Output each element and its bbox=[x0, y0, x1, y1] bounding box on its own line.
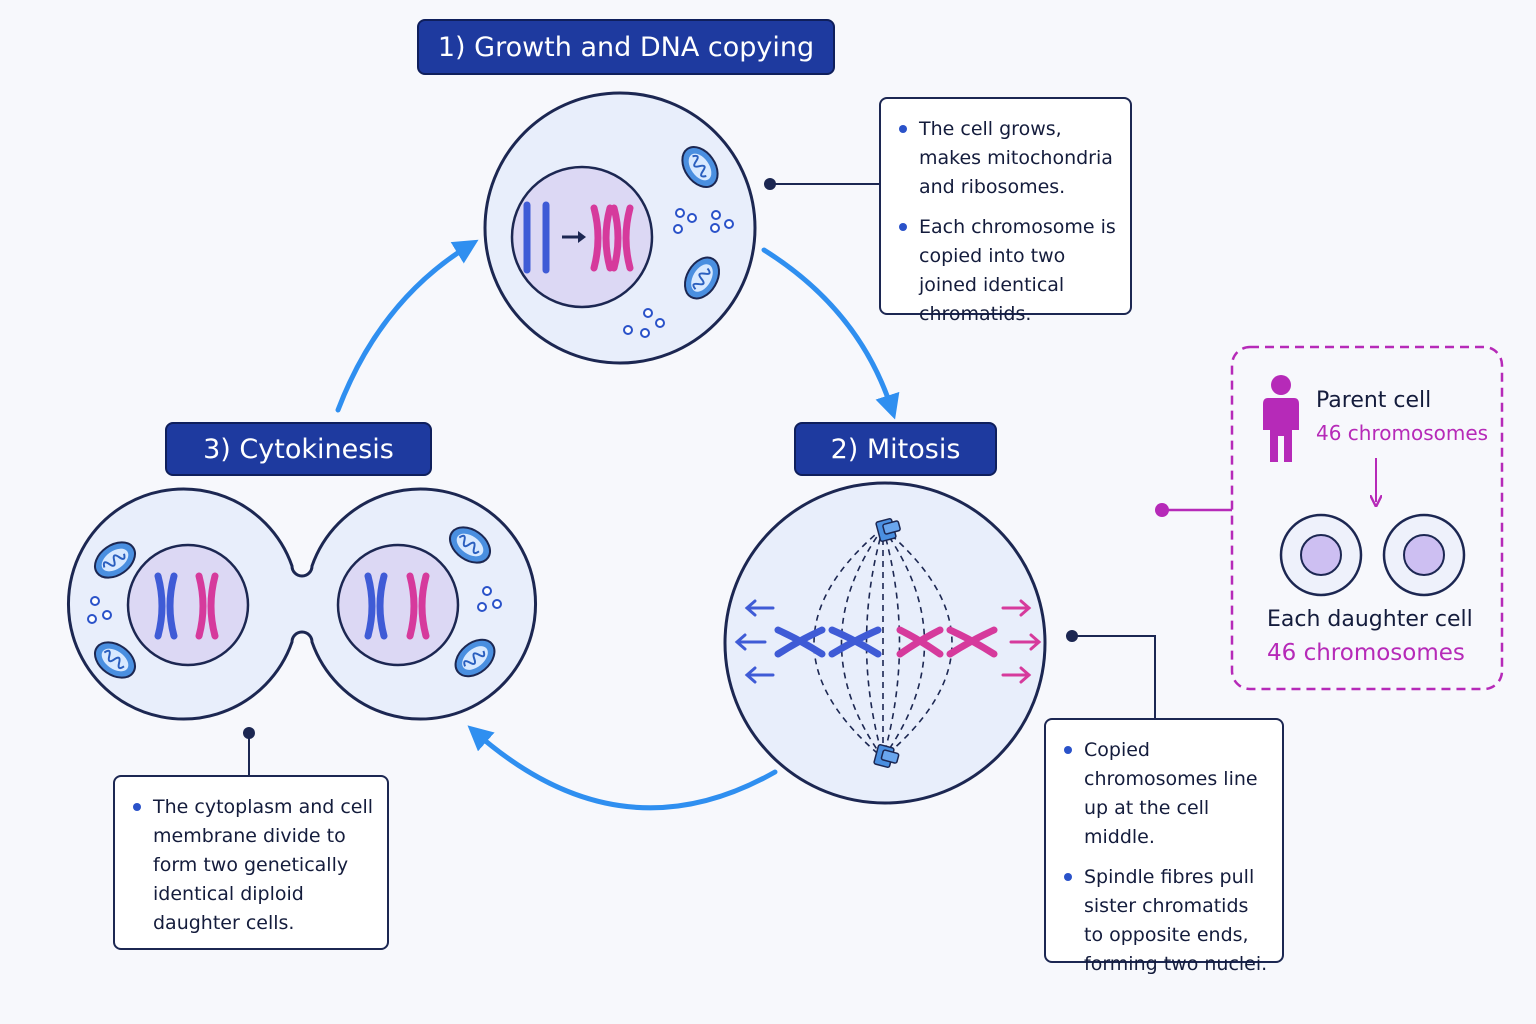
parent-cell-label: Parent cell bbox=[1316, 388, 1432, 413]
note-growth-item: Each chromosome is copied into two joine… bbox=[895, 213, 1120, 329]
note-cytokinesis: The cytoplasm and cell membrane divide t… bbox=[113, 775, 389, 950]
stage-title-mitosis: 2) Mitosis bbox=[794, 422, 997, 476]
cycle-arrow-mitosis-to-cytokinesis bbox=[467, 725, 778, 811]
daughter-chromosome-count: 46 chromosomes bbox=[1267, 640, 1465, 666]
person-icon bbox=[1263, 375, 1299, 462]
copy-arrow-icon bbox=[562, 231, 586, 243]
note-connectors bbox=[248, 183, 1156, 775]
note-growth: The cell grows, makes mitochondria and r… bbox=[879, 97, 1132, 325]
daughter-nucleus-left bbox=[126, 543, 250, 667]
cycle-arrow-growth-to-mitosis bbox=[761, 247, 900, 420]
note-mitosis: Copied chromosomes line up at the cell m… bbox=[1044, 718, 1284, 975]
centrosome-icon bbox=[875, 517, 901, 543]
stage-title-growth: 1) Growth and DNA copying bbox=[417, 19, 835, 75]
cycle-arrow-cytokinesis-to-growth bbox=[335, 239, 479, 413]
chromatids-blue bbox=[774, 626, 882, 658]
ribosome-dots bbox=[623, 208, 734, 338]
note-cytokinesis-item: The cytoplasm and cell membrane divide t… bbox=[129, 793, 377, 938]
note-mitosis-item: Spindle fibres pull sister chromatids to… bbox=[1060, 863, 1272, 979]
note-growth-item: The cell grows, makes mitochondria and r… bbox=[895, 115, 1120, 202]
pull-arrows-left bbox=[734, 599, 775, 684]
cytokinesis-cells bbox=[67, 487, 537, 721]
daughter-cell-label: Each daughter cell bbox=[1267, 607, 1473, 632]
inheritance-panel bbox=[1155, 345, 1504, 691]
daughter-cell-icon bbox=[1382, 513, 1466, 597]
ribosome-dots bbox=[87, 586, 502, 624]
mitosis-cell bbox=[723, 481, 1047, 805]
centrosome-icon bbox=[873, 743, 900, 769]
note-mitosis-item: Copied chromosomes line up at the cell m… bbox=[1060, 736, 1272, 852]
daughter-cell-icon bbox=[1279, 513, 1363, 597]
daughter-nucleus-right bbox=[336, 543, 460, 667]
growth-cell bbox=[483, 91, 757, 365]
chromatids-pink bbox=[896, 626, 998, 658]
chromosome-single-icon bbox=[523, 201, 550, 274]
parent-chromosome-count: 46 chromosomes bbox=[1316, 421, 1489, 445]
stage-title-cytokinesis: 3) Cytokinesis bbox=[165, 422, 432, 476]
pull-arrows-right bbox=[1001, 599, 1042, 684]
